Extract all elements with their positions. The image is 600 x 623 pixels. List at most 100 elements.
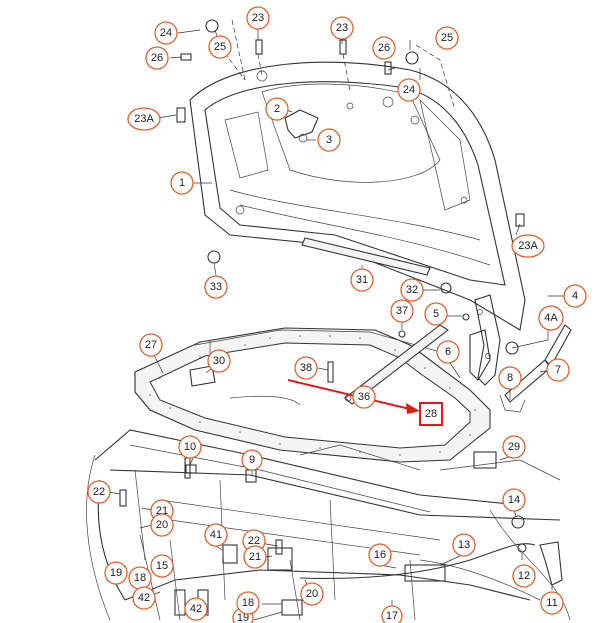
svg-text:17: 17 [386, 610, 398, 622]
seal-texture-dots [149, 335, 476, 456]
callout-23A: 23A [511, 234, 545, 258]
svg-text:32: 32 [406, 284, 418, 296]
callout-12: 12 [512, 564, 536, 588]
callout-38: 38 [294, 356, 318, 380]
callout-42: 42 [132, 586, 156, 610]
svg-text:19: 19 [110, 567, 122, 579]
svg-text:15: 15 [156, 560, 168, 572]
svg-text:9: 9 [249, 454, 255, 466]
svg-text:23: 23 [252, 12, 264, 24]
bracket-30 [189, 365, 216, 387]
callout-18: 18 [128, 566, 152, 590]
svg-text:1: 1 [179, 177, 185, 189]
svg-text:4: 4 [572, 290, 578, 302]
callout-25: 25 [435, 26, 459, 50]
svg-text:11: 11 [546, 597, 557, 609]
callout-17: 17 [381, 605, 403, 623]
svg-text:31: 31 [356, 274, 368, 286]
hood-panel [189, 61, 526, 331]
svg-text:24: 24 [403, 84, 415, 96]
callout-27: 27 [139, 333, 163, 357]
callout-29: 29 [502, 435, 526, 459]
callout-23A: 23A [127, 107, 161, 131]
svg-text:23A: 23A [134, 113, 154, 125]
callout-20: 20 [150, 513, 174, 537]
svg-text:18: 18 [134, 572, 146, 584]
fasteners [119, 19, 525, 555]
svg-text:8: 8 [507, 372, 513, 384]
callout-28-highlighted: 28 [425, 408, 437, 420]
svg-text:5: 5 [433, 308, 439, 320]
callout-22: 22 [87, 480, 111, 504]
svg-text:27: 27 [145, 339, 157, 351]
callout-26: 26 [372, 36, 396, 60]
svg-text:25: 25 [214, 41, 226, 53]
callout-33: 33 [204, 275, 228, 299]
svg-text:30: 30 [213, 355, 225, 367]
svg-text:10: 10 [184, 441, 196, 453]
callout-21: 21 [243, 545, 267, 569]
callout-26: 26 [145, 46, 169, 70]
svg-text:33: 33 [210, 281, 222, 293]
callout-6: 6 [436, 340, 460, 364]
callout-1: 1 [170, 171, 194, 195]
svg-text:2: 2 [274, 103, 280, 115]
svg-text:21: 21 [249, 551, 261, 563]
highlight-box [419, 402, 443, 426]
svg-text:6: 6 [445, 346, 451, 358]
callout-16: 16 [368, 543, 392, 567]
callout-24: 24 [154, 21, 178, 45]
svg-text:14: 14 [508, 494, 520, 506]
callout-2: 2 [265, 97, 289, 121]
svg-text:38: 38 [300, 362, 312, 374]
svg-text:16: 16 [374, 549, 386, 561]
callout-7: 7 [546, 358, 570, 382]
svg-text:41: 41 [210, 529, 222, 541]
callout-10: 10 [178, 435, 202, 459]
svg-text:20: 20 [306, 588, 318, 600]
callout-14: 14 [502, 488, 526, 512]
svg-text:25: 25 [441, 32, 453, 44]
callout-15: 15 [150, 554, 174, 578]
svg-text:3: 3 [326, 134, 332, 146]
svg-text:19: 19 [237, 612, 249, 623]
svg-text:22: 22 [248, 535, 260, 547]
svg-text:24: 24 [160, 27, 172, 39]
highlight-arrow [287, 379, 415, 411]
callout-8: 8 [498, 366, 522, 390]
svg-text:29: 29 [508, 441, 520, 453]
callout-20: 20 [300, 582, 324, 606]
callout-5: 5 [424, 302, 448, 326]
svg-text:4A: 4A [544, 312, 558, 324]
callout-4A: 4A [538, 305, 564, 331]
callout-32: 32 [400, 278, 424, 302]
callout-24: 24 [397, 78, 421, 102]
callout-4: 4 [563, 284, 587, 308]
seal-31 [301, 237, 431, 276]
callout-13: 13 [452, 533, 476, 557]
svg-text:23: 23 [336, 22, 348, 34]
callout-9: 9 [241, 449, 263, 471]
highlight-arrowhead [406, 403, 420, 414]
svg-text:22: 22 [93, 486, 105, 498]
svg-text:28: 28 [425, 408, 437, 420]
callout-42: 42 [184, 597, 208, 621]
callout-25: 25 [208, 35, 232, 59]
svg-text:42: 42 [190, 603, 202, 615]
svg-text:7: 7 [555, 364, 561, 376]
callout-11: 11 [540, 591, 564, 615]
callout-3: 3 [317, 128, 341, 152]
svg-text:37: 37 [396, 305, 408, 317]
svg-text:13: 13 [458, 539, 470, 551]
svg-text:36: 36 [358, 391, 370, 403]
callout-41: 41 [204, 523, 228, 547]
svg-text:42: 42 [138, 592, 150, 604]
svg-text:23A: 23A [518, 240, 538, 252]
svg-text:26: 26 [378, 42, 390, 54]
svg-text:18: 18 [242, 597, 254, 609]
callout-23: 23 [246, 6, 270, 30]
svg-text:26: 26 [151, 52, 163, 64]
callout-19: 19 [104, 561, 128, 585]
brace-36 [344, 324, 449, 405]
